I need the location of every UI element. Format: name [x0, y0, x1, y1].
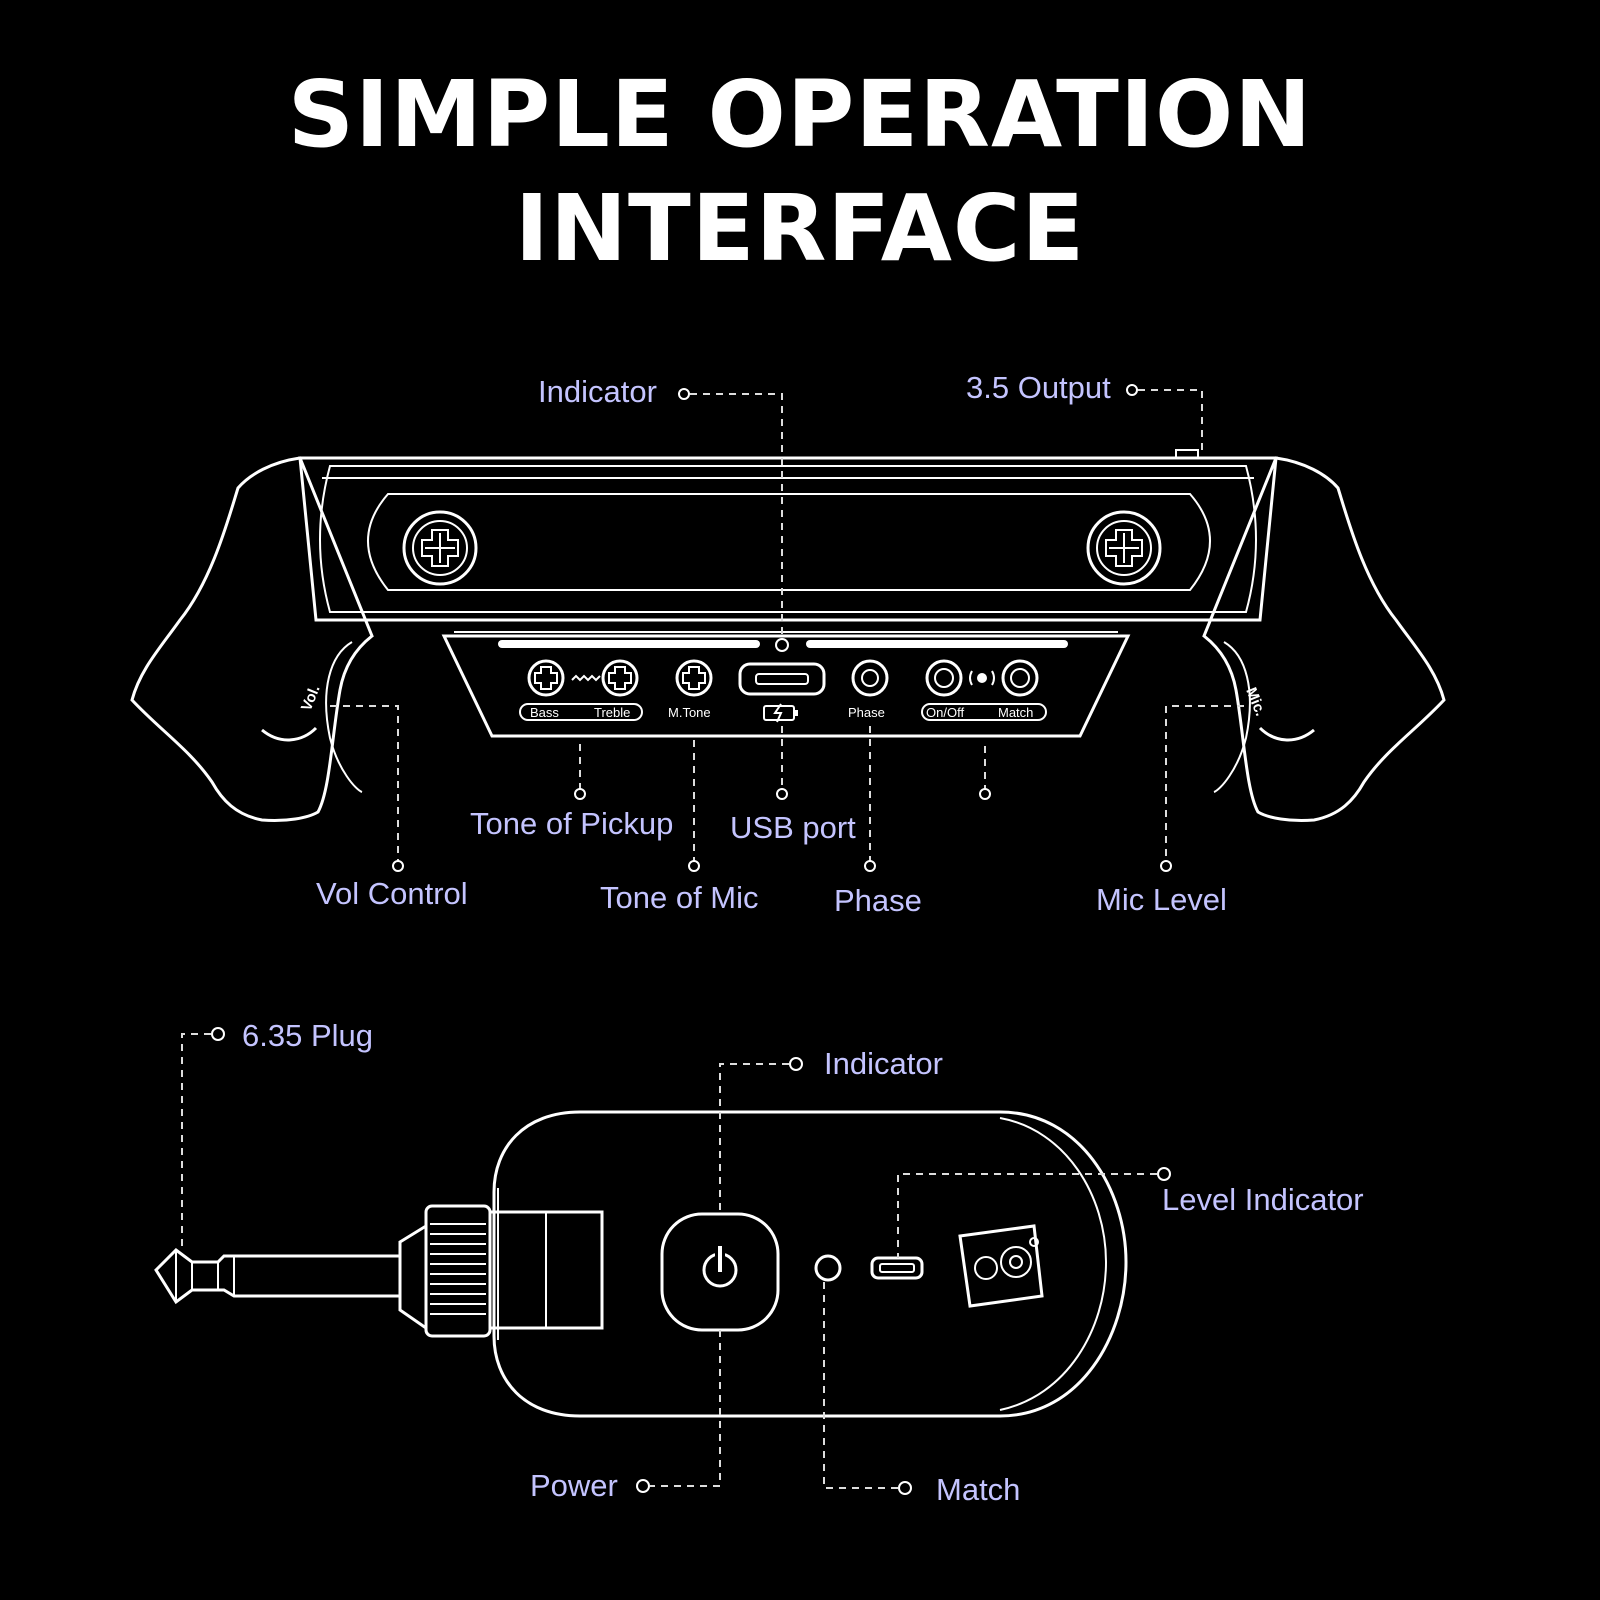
page-title: SIMPLE OPERATION INTERFACE — [0, 58, 1600, 286]
receiver-right-wing — [1202, 456, 1446, 822]
vol-control-callout: Vol Control — [316, 876, 468, 911]
treble-knob-icon[interactable] — [601, 659, 639, 697]
bass-knob-icon[interactable] — [527, 659, 565, 697]
output-35-callout: 3.5 Output — [966, 370, 1111, 405]
eq-wave-icon — [571, 674, 601, 682]
indicator-led-icon — [775, 638, 789, 652]
mic-wing-label: Mic. — [1242, 685, 1269, 718]
power-toggle-icon[interactable] — [925, 659, 963, 697]
mic-tone-knob-icon[interactable] — [675, 659, 713, 697]
indicator-callout: Indicator — [538, 374, 657, 409]
phase-panel-label: Phase — [848, 705, 885, 720]
plug-635-icon — [154, 1204, 604, 1338]
receiver-control-panel — [441, 634, 1131, 738]
receiver-body-outer — [298, 456, 1278, 622]
on-off-label: On/Off — [926, 705, 964, 720]
match-callout: Match — [936, 1472, 1020, 1507]
receiver-lid — [367, 493, 1211, 591]
level-indicator-icon — [958, 1224, 1044, 1308]
transmitter-illustration — [154, 1110, 1128, 1418]
indicator-light-bar-left — [498, 640, 760, 648]
power-callout: Power — [530, 1468, 618, 1503]
match-button-icon[interactable] — [1001, 659, 1039, 697]
tx-indicator-callout: Indicator — [824, 1046, 943, 1081]
usb-port-callout: USB port — [730, 810, 856, 845]
usb-port-icon[interactable] — [738, 662, 826, 696]
mic-level-callout: Mic Level — [1096, 882, 1227, 917]
phase-callout: Phase — [834, 883, 922, 918]
title-line-1: SIMPLE OPERATION — [287, 61, 1313, 168]
receiver-leader-lines — [330, 384, 1244, 872]
battery-charge-icon — [763, 703, 798, 723]
vol-wing-label: Vol. — [298, 683, 324, 714]
receiver-body-inner — [319, 465, 1257, 613]
bass-label: Bass — [530, 705, 559, 720]
phase-button-icon[interactable] — [851, 659, 889, 697]
treble-label: Treble — [594, 705, 630, 720]
m-tone-label: M.Tone — [668, 705, 711, 720]
mic-rotate-arrow-icon — [1258, 726, 1315, 742]
indicator-light-bar-right — [806, 640, 1068, 648]
plug-callout: 6.35 Plug — [242, 1018, 373, 1053]
right-screw-icon — [1086, 510, 1162, 586]
level-indicator-callout: Level Indicator — [1162, 1182, 1364, 1217]
match-panel-label: Match — [998, 705, 1033, 720]
transmitter-leader-lines — [181, 1027, 1171, 1495]
vol-rotate-arrow-icon — [261, 726, 318, 742]
transmitter-usb-icon[interactable] — [870, 1256, 924, 1280]
mic-sync-icon — [969, 670, 995, 686]
tone-of-mic-callout: Tone of Mic — [600, 880, 759, 915]
left-screw-icon — [402, 510, 478, 586]
transmitter-body — [492, 1110, 1128, 1418]
match-pinhole-icon[interactable] — [814, 1254, 842, 1282]
title-line-2: INTERFACE — [514, 175, 1086, 282]
power-button-icon[interactable] — [660, 1212, 780, 1332]
receiver-left-wing — [130, 456, 374, 822]
receiver-illustration: Vol. Mic. — [130, 449, 1446, 822]
tone-of-pickup-callout: Tone of Pickup — [470, 806, 673, 841]
